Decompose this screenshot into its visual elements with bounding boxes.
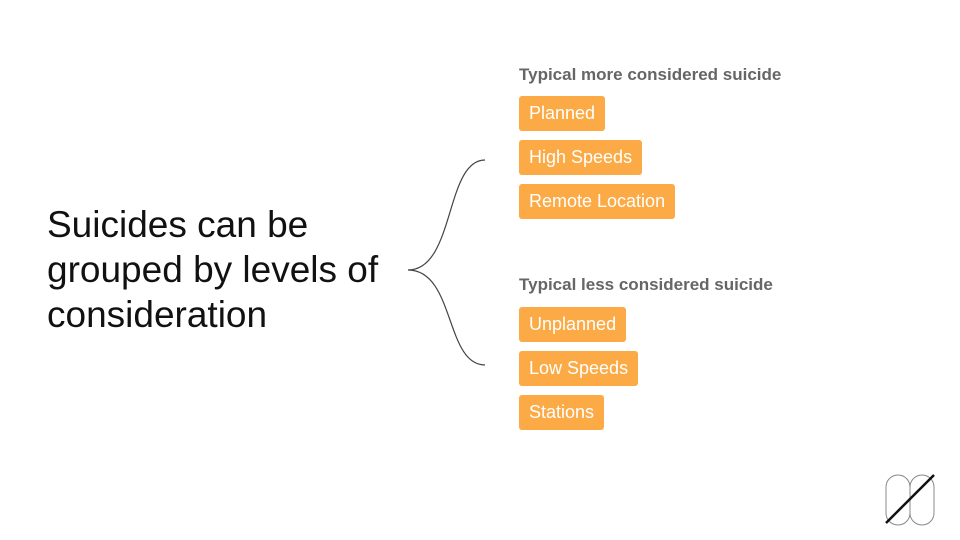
curly-brace-icon xyxy=(407,159,486,366)
tag-stations: Stations xyxy=(519,395,605,430)
tag-remote-location: Remote Location xyxy=(519,184,676,219)
group-heading-less-considered: Typical less considered suicide xyxy=(519,275,773,294)
tag-planned: Planned xyxy=(519,96,606,131)
tag-unplanned: Unplanned xyxy=(519,307,627,342)
tag-high-speeds: High Speeds xyxy=(519,140,643,175)
tag-low-speeds: Low Speeds xyxy=(519,351,639,386)
slide-title: Suicides can be grouped by levels of con… xyxy=(47,204,379,335)
brand-logo-icon xyxy=(885,474,935,526)
group-heading-more-considered: Typical more considered suicide xyxy=(519,65,782,84)
